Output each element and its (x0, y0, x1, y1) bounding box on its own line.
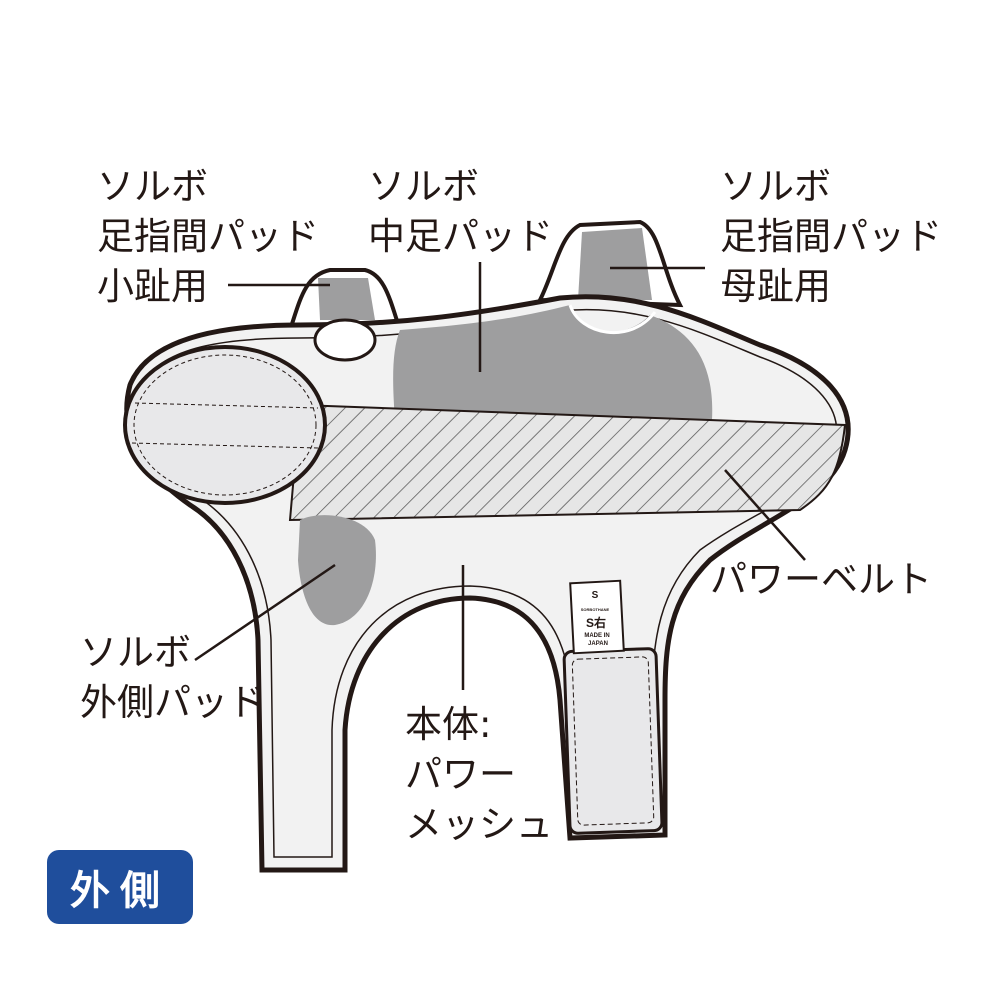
svg-text:S右: S右 (586, 615, 606, 630)
big-toe-pad (578, 228, 652, 300)
label-line: ソルボ (368, 165, 479, 208)
label-outer-pad: ソルボ 外側パッド (80, 628, 265, 728)
svg-text:MADE IN: MADE IN (584, 633, 609, 639)
label-big-toe-pad: ソルボ 足指間パッド 母趾用 (720, 162, 942, 312)
label-line: 足指間パッド (720, 215, 942, 258)
label-line: 母趾用 (720, 265, 831, 308)
label-metatarsal-pad: ソルボ 中足パッド (368, 162, 553, 262)
label-body-mesh: 本体: パワー メッシュ (405, 700, 553, 850)
label-line: ソルボ (80, 631, 191, 674)
svg-text:SORBOTHANE: SORBOTHANE (581, 607, 610, 612)
size-tag: S SORBOTHANE S右 MADE IN JAPAN (569, 579, 625, 655)
heel-pad (123, 345, 327, 505)
label-power-belt: パワーベルト (710, 558, 932, 601)
metatarsal-pad (393, 305, 713, 420)
label-line: 小趾用 (97, 265, 208, 308)
brand-logo-icon: S (592, 590, 599, 601)
label-line: メッシュ (405, 803, 553, 846)
label-line: 本体: (405, 703, 492, 746)
outer-side-badge: 外側 (47, 850, 193, 924)
label-line: ソルボ (97, 165, 208, 208)
label-line: 外側パッド (80, 681, 265, 724)
label-line: パワー (405, 753, 516, 796)
svg-text:JAPAN: JAPAN (588, 641, 608, 647)
pinky-toe-pad (318, 278, 375, 320)
label-line: 中足パッド (368, 215, 553, 258)
velcro-strip (562, 647, 664, 835)
label-line: 足指間パッド (97, 215, 319, 258)
label-line: ソルボ (720, 165, 831, 208)
outer-pad (298, 515, 376, 626)
power-belt (288, 403, 847, 522)
label-pinky-toe-pad: ソルボ 足指間パッド 小趾用 (97, 162, 319, 312)
